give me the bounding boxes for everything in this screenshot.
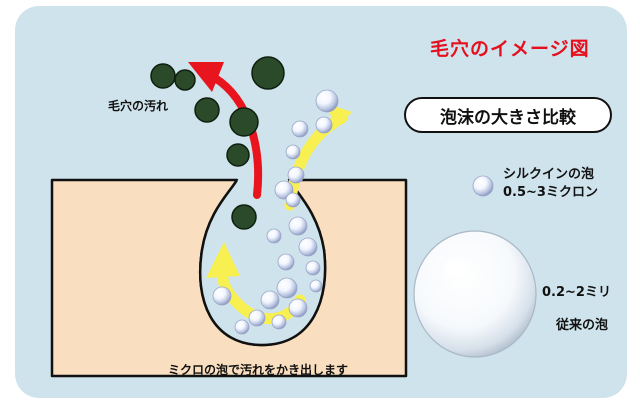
bubble [248,309,266,327]
bubble [234,319,250,335]
silk-foam-bubble [472,175,494,197]
bubble [285,192,301,208]
diagram-caption: ミクロの泡で汚れをかき出します [168,363,349,377]
conventional-foam-bubble [413,230,537,358]
dirt-particle [194,97,220,123]
bubble [266,228,282,244]
bubble [298,237,318,257]
red-arrowhead [188,62,224,92]
bubble [285,144,301,160]
conventional-foam-name: 従来の泡 [556,318,609,333]
bubble [212,286,232,306]
bubble [315,89,339,113]
bubble [271,314,287,330]
red-arrow [211,74,263,199]
bubble [288,216,308,236]
dirt-particle [231,204,257,230]
bubble [315,116,333,134]
micro-bubbles [212,89,339,335]
dirt-particle [150,63,176,89]
yellow-arrowhead-lower [206,242,240,278]
silk-foam-size: 0.5~3ミクロン [503,185,598,200]
yellow-arrowhead-upper [328,104,352,130]
conventional-foam-size: 0.2~2ミリ [542,285,611,300]
dirt-particles [150,56,285,230]
dirt-particle [251,56,285,90]
bubble [305,260,321,276]
silk-foam-name: シルクインの泡 [503,167,595,182]
bubble [309,279,323,293]
diagram-title: 毛穴のイメージ図 [430,38,590,60]
foam-size-comparison-label: 泡沫の大きさ比較 [404,97,612,133]
pore-dirt-label: 毛穴の汚れ [108,99,169,113]
bubble [260,290,280,310]
bubble [276,277,298,299]
bubble [291,120,309,138]
yellow-arrow-lower [216,266,306,325]
dirt-particle [226,143,250,167]
dirt-particle [229,107,259,137]
bubble [288,298,308,318]
dirt-particle [174,69,196,91]
bubble [287,166,305,184]
bubble [277,253,295,271]
